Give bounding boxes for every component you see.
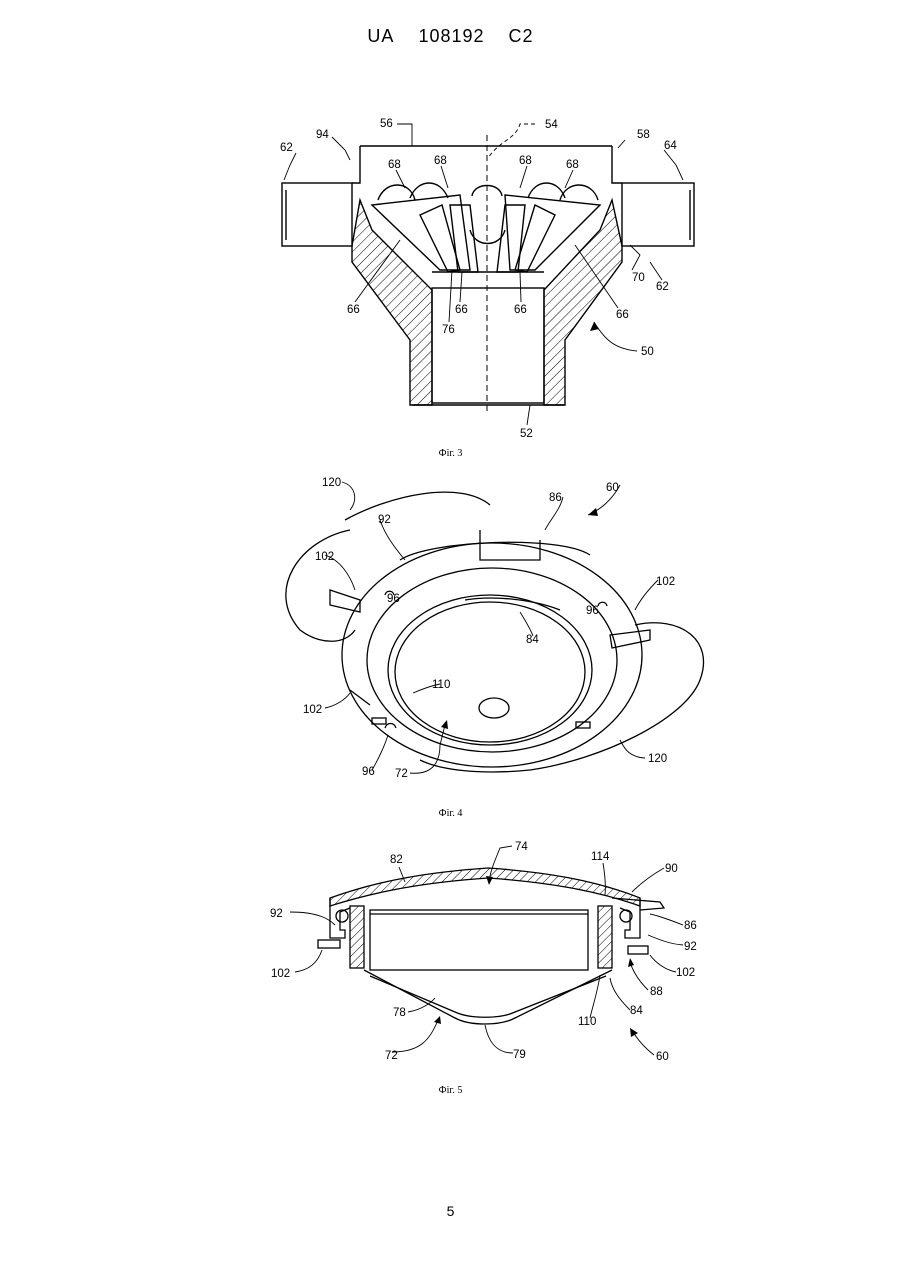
ref-68-4: 68 [566, 159, 579, 171]
ref-88: 88 [650, 986, 663, 998]
ref-74: 74 [515, 841, 528, 853]
figure-3: 56 54 94 58 62 64 68 68 68 68 66 66 66 6… [0, 100, 901, 450]
ref-102-right: 102 [656, 576, 675, 588]
ref-86: 86 [684, 920, 697, 932]
figure-3-caption: Фіг. 3 [0, 448, 901, 459]
ref-110: 110 [432, 679, 450, 691]
ref-66-3: 66 [514, 304, 527, 316]
ref-84: 84 [630, 1005, 643, 1017]
ref-64: 64 [664, 140, 677, 152]
patent-kind: C2 [509, 26, 534, 46]
ref-92-left: 92 [270, 908, 283, 920]
ref-62-top: 62 [280, 142, 293, 154]
ref-68-3: 68 [519, 155, 532, 167]
ref-72: 72 [395, 768, 408, 780]
ref-96-bottom: 96 [362, 766, 375, 778]
ref-60: 60 [656, 1051, 669, 1063]
ref-72: 72 [385, 1050, 398, 1062]
ref-102-left: 102 [315, 551, 334, 563]
ref-68-2: 68 [434, 155, 447, 167]
ref-76: 76 [442, 324, 455, 336]
ref-82: 82 [390, 854, 403, 866]
ref-78: 78 [393, 1007, 406, 1019]
patent-country: UA [367, 26, 394, 46]
ref-92: 92 [378, 514, 391, 526]
ref-102-bottom: 102 [303, 704, 322, 716]
ref-66-1: 66 [347, 304, 360, 316]
ref-60: 60 [606, 482, 619, 494]
ref-62-bottom: 62 [656, 281, 669, 293]
ref-110: 110 [578, 1016, 596, 1028]
patent-header: UA 108192 C2 [0, 26, 901, 47]
ref-58: 58 [637, 129, 650, 141]
ref-92-right: 92 [684, 941, 697, 953]
figure-5: 82 74 114 90 92 86 92 102 102 88 78 110 … [0, 835, 901, 1075]
patent-number: 108192 [418, 26, 484, 46]
ref-120-bottom: 120 [648, 753, 667, 765]
ref-50: 50 [641, 346, 654, 358]
ref-96-right: 96 [586, 605, 599, 617]
ref-56: 56 [380, 118, 393, 130]
ref-54: 54 [545, 119, 558, 131]
ref-120-top: 120 [322, 477, 341, 489]
ref-79: 79 [513, 1049, 526, 1061]
ref-94: 94 [316, 129, 329, 141]
ref-70: 70 [632, 272, 645, 284]
figure-4-drawing: 120 92 86 60 102 96 96 102 84 110 102 96… [0, 470, 901, 800]
figure-4-caption: Фіг. 4 [0, 808, 901, 819]
figure-5-drawing: 82 74 114 90 92 86 92 102 102 88 78 110 … [0, 835, 901, 1075]
ref-86: 86 [549, 492, 562, 504]
ref-102-right: 102 [676, 967, 695, 979]
page-number: 5 [0, 1203, 901, 1219]
figure-5-caption: Фіг. 5 [0, 1085, 901, 1096]
figure-3-drawing: 56 54 94 58 62 64 68 68 68 68 66 66 66 6… [0, 100, 901, 450]
ref-66-4: 66 [616, 309, 629, 321]
ref-90: 90 [665, 863, 678, 875]
figure-4: 120 92 86 60 102 96 96 102 84 110 102 96… [0, 470, 901, 800]
ref-52: 52 [520, 428, 533, 440]
ref-84: 84 [526, 634, 539, 646]
ref-114: 114 [591, 851, 610, 863]
ref-66-2: 66 [455, 304, 468, 316]
ref-96-left: 96 [387, 593, 400, 605]
ref-68-1: 68 [388, 159, 401, 171]
ref-102-left: 102 [271, 968, 290, 980]
